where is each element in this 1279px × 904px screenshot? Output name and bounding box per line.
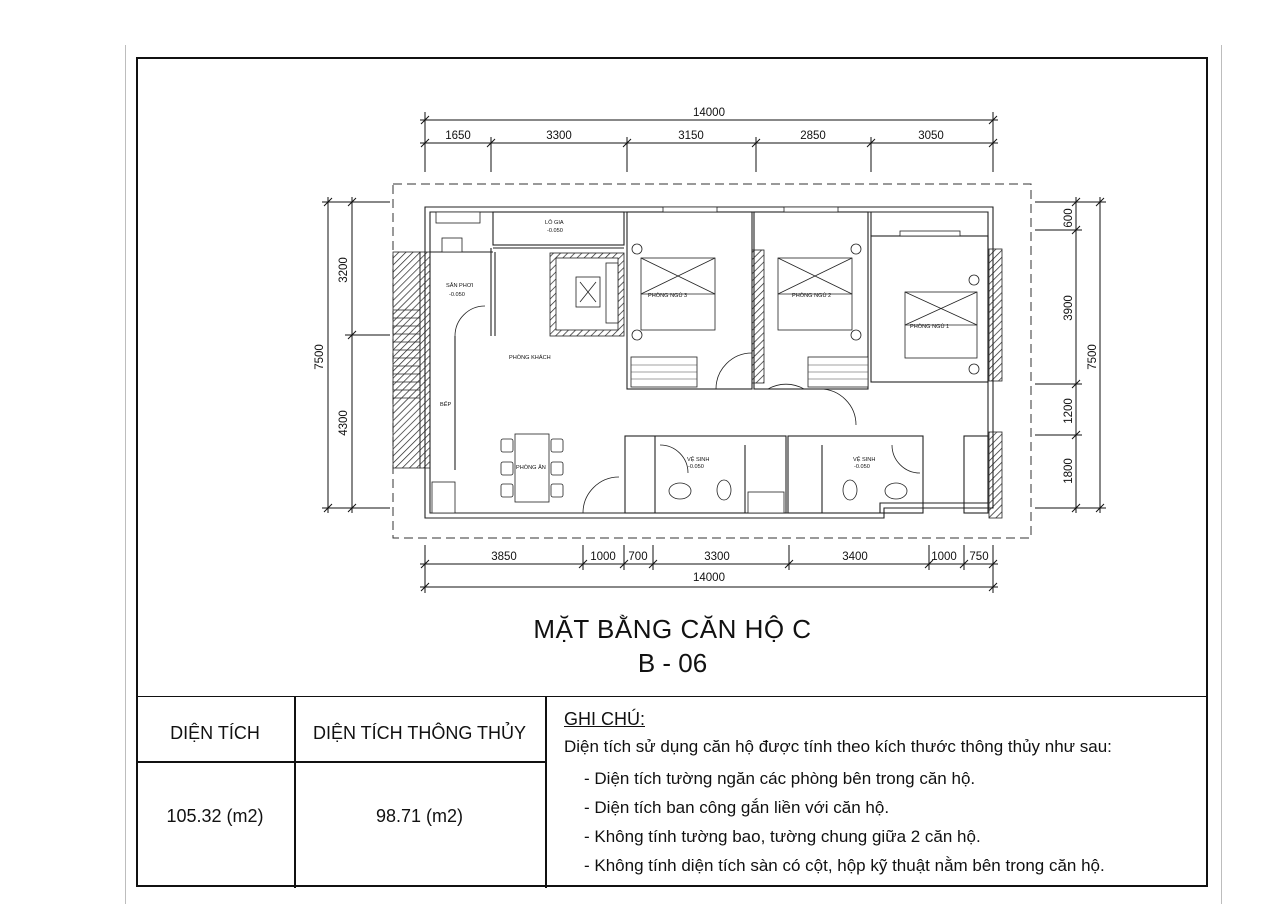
table-divider [545, 697, 547, 888]
label-ve-sinh-1: VỆ SINH [687, 455, 709, 463]
right-overall-dim: 7500 [1087, 344, 1099, 370]
header-clear-area: DIỆN TÍCH THÔNG THỦY [312, 722, 527, 743]
label-phong-an: PHÒNG ĂN [516, 464, 546, 471]
bottom-dim-2: 1000 [590, 551, 616, 563]
doors [454, 305, 921, 514]
bed-stripes [631, 364, 868, 380]
notes-item: - Không tính tường bao, tường chung giữa… [584, 827, 981, 846]
bottom-dim-7: 750 [969, 551, 988, 563]
value-clear-area: 98.71 (m2) [375, 805, 464, 826]
level-ve-sinh-2: -0.050 [854, 464, 870, 470]
left-dim-2: 4300 [338, 410, 350, 436]
left-overall-dim: 7500 [314, 344, 326, 370]
page-edge-left [125, 45, 126, 904]
right-dimension-chain [1035, 197, 1106, 513]
page-edge-right [1221, 45, 1222, 904]
plan-title: MẶT BẰNG CĂN HỘ C [533, 614, 812, 644]
level-san-phoi: -0.050 [449, 292, 465, 298]
left-dimension-chain [322, 197, 390, 513]
left-dim-1: 3200 [338, 257, 350, 283]
right-dim-1: 600 [1063, 208, 1075, 227]
label-ve-sinh-2: VỆ SINH [853, 455, 875, 463]
yard-fixtures [431, 211, 481, 514]
bottom-dimension-chain [420, 545, 998, 593]
top-dim-2: 3300 [546, 130, 572, 142]
bottom-dim-3: 700 [628, 551, 647, 563]
top-dimension-chain [420, 112, 998, 172]
top-dim-5: 3050 [918, 130, 944, 142]
table-divider [294, 697, 296, 888]
label-bep: BẾP [440, 401, 451, 408]
top-dim-1: 1650 [445, 130, 471, 142]
drawing-frame [136, 57, 1208, 887]
bottom-dim-1: 3850 [491, 551, 517, 563]
label-san-phoi: SÂN PHƠI [446, 282, 474, 289]
right-dim-3: 1200 [1063, 398, 1075, 424]
plan-boundary [392, 183, 1032, 539]
right-dim-2: 3900 [1063, 295, 1075, 321]
label-phong-ngu-2: PHÒNG NGỦ 2 [792, 292, 831, 299]
bottom-dim-6: 1000 [931, 551, 957, 563]
bottom-dim-4: 3300 [704, 551, 730, 563]
label-phong-ngu-1: PHÒNG NGỦ 1 [910, 323, 949, 330]
notes-title: GHI CHÚ: [564, 709, 645, 729]
wc-fixtures [668, 479, 908, 514]
nightstands [631, 243, 980, 375]
header-area: DIỆN TÍCH [170, 722, 260, 743]
plan-subtitle: B - 06 [637, 648, 708, 678]
notes-item: - Diện tích tường ngăn các phòng bên tro… [584, 769, 976, 788]
notes-item: - Không tính diện tích sàn có cột, hộp k… [584, 856, 1105, 875]
notes-block: GHI CHÚ: Diện tích sử dụng căn hộ được t… [564, 708, 1112, 884]
beds [630, 257, 978, 388]
top-dim-3: 3150 [678, 130, 704, 142]
level-ve-sinh-1: -0.050 [688, 464, 704, 470]
notes-item: - Diện tích ban công gắn liền với căn hộ… [584, 798, 890, 817]
sofa-set [555, 257, 619, 331]
top-dim-4: 2850 [800, 130, 826, 142]
top-overall-dim: 14000 [693, 107, 725, 119]
dining-table [500, 433, 564, 503]
label-phong-khach: PHÒNG KHÁCH [509, 354, 551, 361]
bottom-dim-5: 3400 [842, 551, 868, 563]
value-area: 105.32 (m2) [166, 805, 264, 826]
label-lo-gia: LÔ GIA [545, 219, 564, 226]
label-phong-ngu-3: PHÒNG NGỦ 3 [648, 292, 687, 299]
right-dim-4: 1800 [1063, 458, 1075, 484]
notes-intro: Diện tích sử dụng căn hộ được tính theo … [564, 737, 1112, 756]
level-lo-gia: -0.050 [547, 228, 563, 234]
table-divider [136, 761, 546, 763]
railing-strip [393, 309, 420, 399]
area-table: DIỆN TÍCH DIỆN TÍCH THÔNG THỦY 105.32 (m… [136, 696, 1208, 888]
windows [662, 206, 961, 237]
notes-list: - Diện tích tường ngăn các phòng bên tro… [564, 768, 1112, 877]
bottom-overall-dim: 14000 [693, 572, 725, 584]
